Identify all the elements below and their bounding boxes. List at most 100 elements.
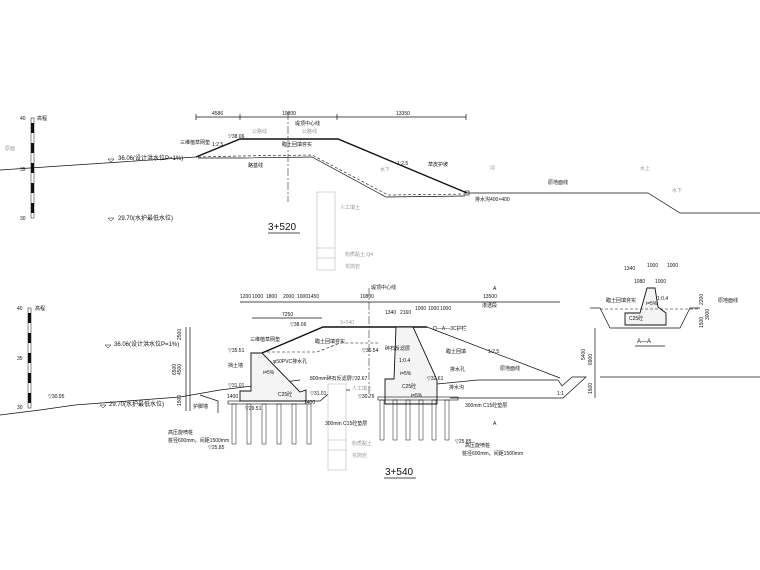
drawing-label: 公路线 bbox=[302, 128, 317, 135]
drawing-label: 2000 bbox=[283, 294, 294, 300]
drawing-label: 5400 bbox=[581, 349, 587, 360]
drawing-label: 三维植草网垫 bbox=[250, 336, 280, 343]
gray-tags: 原面 公路线 公路线 水下 坪 水上 水下 bbox=[5, 128, 682, 194]
subgrade-label: 路基线 bbox=[248, 162, 263, 169]
soil-clay: 粉质黏土 Q4 bbox=[345, 251, 373, 258]
elevation-scale-2: 40 35 30 高程 bbox=[17, 305, 45, 411]
drawing-label: 水下 bbox=[380, 166, 390, 173]
drawing-label: 35 bbox=[17, 356, 23, 362]
elevation-label-2: 高程 bbox=[35, 305, 45, 312]
elevation-32-67: ▽32.67 bbox=[351, 376, 368, 382]
soil-column-2: 人工填土 粉质黏土 花岗岩 bbox=[327, 383, 372, 471]
drawing-label: 人工填土 bbox=[352, 385, 372, 392]
dim-10800: 10800 bbox=[282, 111, 296, 117]
drawing-label: 3000 bbox=[705, 309, 711, 320]
drain-label: 排水沟400×400 bbox=[475, 196, 510, 203]
drawing-label: 300mm C15砼垫层 bbox=[325, 420, 367, 427]
ground-line-right bbox=[467, 192, 760, 214]
drawing-label: 原面 bbox=[5, 146, 15, 152]
drawing-label: 29.70(水护最低水位) bbox=[109, 400, 164, 408]
ground-label: 原地面线 bbox=[548, 179, 568, 186]
drawing-label: 1:0.4 bbox=[657, 296, 668, 302]
section-mark-top: A bbox=[493, 286, 497, 292]
drawing-label: 4500 bbox=[177, 364, 183, 375]
drawing-label: ▽35.54 bbox=[362, 348, 379, 354]
slope-ratio-left: 1:2.5 bbox=[212, 142, 223, 148]
subgrade-line bbox=[197, 154, 466, 196]
drawing-label: 1200 bbox=[240, 294, 251, 300]
detail-title: A—A bbox=[637, 339, 651, 345]
subgrade-line-2 bbox=[198, 156, 466, 198]
drawing-label: 粉质黏土 bbox=[352, 440, 372, 447]
drawing-label: 公路线 bbox=[252, 128, 267, 135]
drawing-label: C25砼 bbox=[278, 391, 292, 398]
drawing-label: 渗透段 bbox=[482, 302, 497, 309]
centerline-label-2: 堤顶中心线 bbox=[371, 284, 396, 291]
slope-right bbox=[426, 326, 561, 379]
drawing-label: Q—A—3C护栏 bbox=[433, 325, 467, 332]
drawing-label: ▽25.85 bbox=[455, 439, 472, 445]
drawing-label: 排水孔 bbox=[450, 366, 465, 373]
drawing-label: 1400 bbox=[227, 394, 238, 400]
drawing-label: ▽38.06 bbox=[290, 322, 307, 328]
drawing-label: 1500 bbox=[177, 395, 183, 406]
drawing-label: ▽30.76 bbox=[358, 394, 375, 400]
drain-ditch bbox=[464, 190, 470, 196]
drawing-label: 1:0.4 bbox=[399, 358, 410, 364]
drawing-label: 1000 bbox=[655, 279, 666, 285]
drawing-label: 1340 bbox=[385, 310, 396, 316]
drawing-label: i=5% bbox=[646, 301, 658, 307]
drawing-label: 10800 bbox=[360, 294, 374, 300]
aa-wall bbox=[624, 287, 667, 326]
ground-line-2 bbox=[0, 379, 301, 416]
crest-elevation: ▽38.06 bbox=[228, 134, 245, 140]
drawing-label: 排水沟 bbox=[449, 384, 464, 391]
dim-4586: 4586 bbox=[212, 111, 223, 117]
top-dimensions: 1200 1000 1800 2000 1000 1450 10800 1350… bbox=[240, 294, 560, 319]
drawing-label: 2500 bbox=[177, 329, 183, 340]
cushion-left bbox=[227, 400, 307, 405]
drawing-label: i=5% bbox=[411, 393, 423, 399]
drawing-label: 桩径600mm，间距1500mm bbox=[462, 450, 523, 457]
soil-fill: 人工填土 bbox=[340, 204, 360, 211]
slope-ratio-right: 1:2.5 bbox=[397, 161, 408, 167]
cushion-right bbox=[377, 396, 459, 401]
drawing-label: 1800 bbox=[266, 294, 277, 300]
aa-trench bbox=[599, 307, 700, 329]
section-mark-bottom: A bbox=[493, 421, 497, 427]
soil-granite: 花岗岩 bbox=[345, 263, 360, 270]
drawing-label: 臨土回填 bbox=[446, 348, 466, 355]
water-levels-2: 36.06(设计洪水位P=1%) 29.70(水护最低水位) bbox=[99, 340, 179, 409]
drawing-label: 1450 bbox=[308, 294, 319, 300]
drawing-label: i=5% bbox=[263, 370, 275, 376]
drawing-label: 7250 bbox=[282, 312, 293, 318]
ground-line bbox=[0, 156, 197, 171]
drawing-label: 1000 bbox=[647, 263, 658, 269]
section-3-520: 40 35 30 高程 4586 10800 13350 堤顶中心线 三维植草网… bbox=[0, 111, 760, 271]
drawing-label: 花岗岩 bbox=[352, 452, 367, 459]
drawing-label: ▽29.51 bbox=[245, 406, 262, 412]
drawing-label: 1000 bbox=[297, 294, 308, 300]
crest-line bbox=[261, 326, 427, 354]
drawing-label: 桩径600mm，间距1500mm bbox=[168, 437, 229, 444]
drawing-label: 水下 bbox=[672, 187, 682, 194]
drawing-label: ▽31.01 bbox=[310, 391, 327, 397]
drawing-label: 1340 bbox=[624, 266, 635, 272]
embankment-profile bbox=[195, 138, 468, 194]
drawing-label: 36.06(设计洪水位P=1%) bbox=[114, 340, 179, 348]
retaining-wall-right bbox=[384, 326, 438, 405]
dim-13350: 13350 bbox=[396, 111, 410, 117]
drawing-label: ▽31.01 bbox=[228, 383, 245, 389]
drawing-label: 挡土墙 bbox=[228, 362, 243, 369]
dimension-line: 4586 10800 13350 bbox=[195, 111, 467, 120]
drawing-label: ▽25.85 bbox=[208, 445, 225, 451]
drawing-label: 1000 bbox=[440, 306, 451, 312]
drain-ditch-right bbox=[436, 376, 587, 399]
drawing-label: 1000 bbox=[428, 306, 439, 312]
drawing-label: 13500 bbox=[483, 294, 497, 300]
drawing-label: 高压旋喷桩 bbox=[465, 442, 490, 449]
subgrade-line-2 bbox=[267, 342, 380, 353]
tick-30: 30 bbox=[20, 216, 26, 222]
